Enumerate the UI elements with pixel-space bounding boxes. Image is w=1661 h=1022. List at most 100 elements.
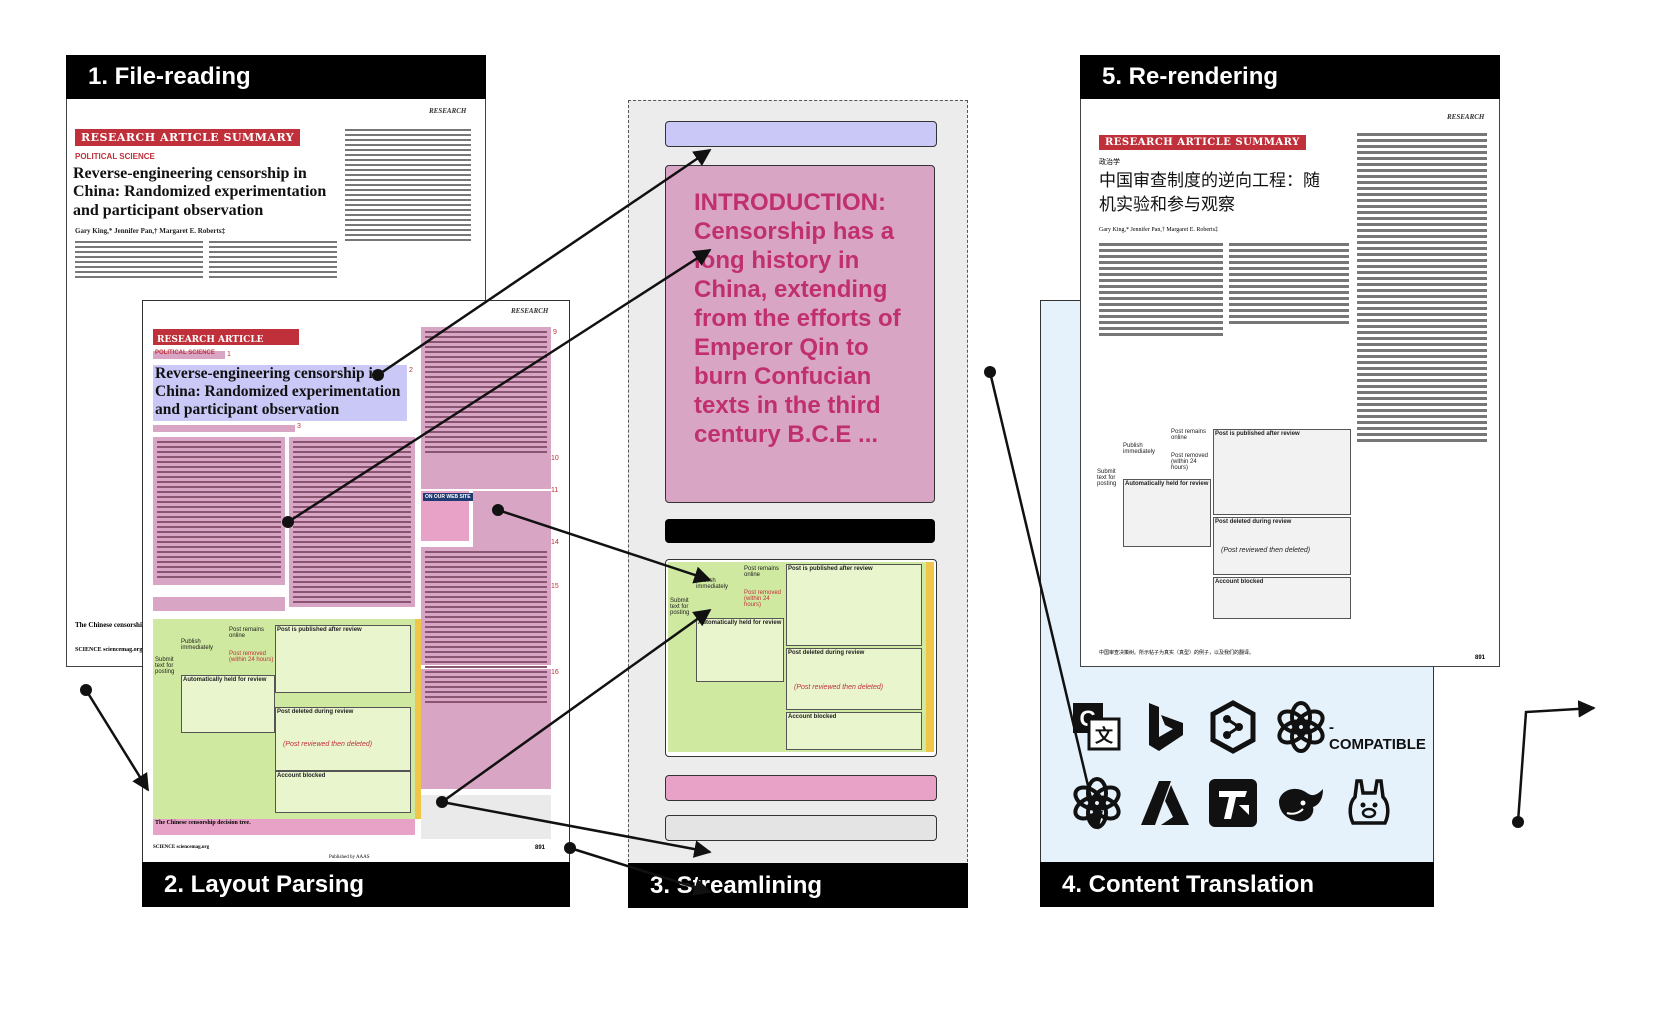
streamlining-title: 3. Streamlining — [628, 863, 968, 908]
translated-paper-page: RESEARCH RESEARCH ARTICLE SUMMARY 政治学 中国… — [1080, 99, 1500, 667]
translated-badge: RESEARCH ARTICLE SUMMARY — [1099, 135, 1306, 150]
google-translate-icon: G 文 — [1073, 703, 1121, 751]
paper-header: RESEARCH — [429, 107, 467, 115]
arrow-dot — [1512, 816, 1524, 828]
paper-title: Reverse-engineering censorship in China:… — [73, 165, 327, 219]
stream-box-published — [786, 564, 922, 646]
stream-box-deleted — [786, 648, 922, 710]
tree-published-after: Post is published after review — [277, 627, 362, 633]
stream-tree-removed: Post removed (within 24 hours) — [744, 590, 782, 608]
tr-tree-deleted: Post deleted during review — [1215, 519, 1292, 525]
stream-tree-published-after: Post is published after review — [788, 566, 873, 572]
link-label: ON OUR WEB SITE — [423, 493, 473, 501]
region-number-3: 3 — [297, 423, 301, 430]
paper-authors: Gary King,* Jennifer Pan,† Margaret E. R… — [75, 227, 226, 235]
text-column-left — [75, 241, 203, 281]
region-number-16: 16 — [551, 669, 559, 676]
stream-tree-reviewed: (Post reviewed then deleted) — [794, 684, 884, 691]
translated-section: 政治学 — [1099, 159, 1120, 166]
footer-original: SCIENCE sciencemag.org — [75, 647, 143, 653]
stream-tree-submit: Submit text for posting — [670, 598, 690, 616]
translated-page: 891 — [1475, 655, 1486, 661]
parsed-caption: The Chinese censorship decision tree. — [155, 820, 251, 826]
region-number-14: 14 — [551, 539, 559, 546]
arrow-translation-to-render — [1516, 700, 1596, 823]
translated-caption: 中国审查决策树。所示帖子为真实（真型）的例子，以及我们的翻译。 — [1099, 650, 1255, 656]
parsed-lines-b — [293, 441, 411, 606]
tencent-translate-icon — [1209, 779, 1257, 827]
stream-title-block — [665, 121, 937, 147]
parsed-lines-a — [157, 441, 281, 581]
stream-box-auto — [696, 618, 784, 682]
text-column-right — [345, 129, 471, 244]
tree-account-blocked: Account blocked — [277, 773, 326, 779]
stream-affil-block — [665, 815, 937, 841]
stream-tree-publish: Publish immediately — [696, 578, 729, 590]
tree-box-auto — [181, 675, 275, 733]
compatible-label: - COMPATIBLE — [1329, 719, 1426, 753]
tree-post-removed: Post removed (within 24 hours) — [229, 651, 274, 663]
region-caption — [153, 819, 415, 835]
tree-box-blocked — [275, 771, 411, 813]
openai-icon — [1073, 777, 1121, 829]
deepl-icon — [1210, 700, 1256, 754]
parsed-header: RESEARCH — [511, 307, 549, 315]
tr-tree-published-after: Post is published after review — [1215, 431, 1300, 437]
region-number-11: 11 — [551, 487, 559, 494]
openai-icon — [1277, 701, 1325, 753]
parsed-title: Reverse-engineering censorship in China:… — [155, 365, 401, 418]
stream-tree-blocked: Account blocked — [788, 714, 837, 720]
arrow-dot — [80, 684, 92, 696]
translated-figure: Submit text for posting Publish immediat… — [1097, 429, 1351, 639]
tree-publish: Publish immediately — [181, 639, 214, 651]
article-badge: RESEARCH ARTICLE SUMMARY — [75, 129, 301, 146]
parsed-lines-d — [425, 551, 547, 706]
tree-box-published — [275, 625, 411, 693]
caption-original: The Chinese censorship decision tree. — [75, 621, 187, 629]
streamlined-intro-text: INTRODUCTION: Censorship has a long hist… — [694, 189, 901, 448]
bing-icon — [1149, 703, 1183, 751]
tr-box-deleted — [1213, 517, 1351, 575]
re-rendering-title: 5. Re-rendering — [1080, 55, 1500, 99]
tr-box-auto — [1123, 479, 1211, 547]
region-number-15: 15 — [551, 583, 559, 590]
tr-tree-removed: Post removed (within 24 hours) — [1171, 453, 1209, 471]
tr-tree-reviewed: (Post reviewed then deleted) — [1221, 547, 1311, 554]
translated-col-mid — [1229, 243, 1349, 327]
stream-box-blocked — [786, 712, 922, 750]
parsed-section-label: POLITICAL SCIENCE — [155, 350, 215, 356]
stream-tree-auto: Automatically held for review — [698, 620, 782, 626]
tr-box-published — [1213, 429, 1351, 515]
arrow-file-to-layout — [84, 689, 150, 792]
azure-icon — [1141, 781, 1189, 825]
tree-submit: Submit text for posting — [155, 657, 175, 675]
region-rationale — [153, 597, 285, 611]
stream-tree-remains: Post remains online — [744, 566, 780, 578]
tree-box-deleted — [275, 707, 411, 771]
region-number-1: 1 — [227, 351, 231, 358]
tree-deleted-during: Post deleted during review — [277, 709, 354, 715]
svg-text:文: 文 — [1095, 725, 1114, 746]
file-reading-title: 1. File-reading — [66, 55, 486, 99]
re-rendering-panel: 5. Re-rendering RESEARCH RESEARCH ARTICL… — [1080, 55, 1500, 667]
region-right-results — [421, 453, 551, 489]
tr-tree-remains: Post remains online — [1171, 429, 1207, 441]
stream-figure-block: Submit text for posting Publish immediat… — [665, 559, 937, 757]
parsed-badge-text: RESEARCH ARTICLE SUMMARY — [153, 335, 264, 364]
tr-tree-auto: Automatically held for review — [1125, 481, 1209, 487]
region-figure-right — [415, 619, 421, 819]
parsed-published-by: Published by AAAS — [329, 855, 370, 860]
region-right-col-2 — [473, 491, 551, 547]
tree-auto-hold: Automatically held for review — [183, 677, 267, 683]
parsed-page: 891 — [535, 845, 546, 851]
region-badge: RESEARCH ARTICLE SUMMARY — [153, 329, 299, 364]
tree-post-remains: Post remains online — [229, 627, 265, 639]
layout-parsing-panel: RESEARCH RESEARCH ARTICLE SUMMARY POLITI… — [142, 300, 570, 907]
parsed-lines-c — [425, 331, 547, 456]
translated-title: 中国审查制度的逆向工程：随机实验和参与观察 — [1099, 171, 1320, 215]
arrow-dot — [984, 366, 996, 378]
ollama-icon — [1348, 779, 1390, 825]
section-label: POLITICAL SCIENCE — [75, 152, 155, 161]
streamlining-panel: INTRODUCTION: Censorship has a long hist… — [628, 100, 968, 908]
region-affiliations — [421, 795, 551, 839]
